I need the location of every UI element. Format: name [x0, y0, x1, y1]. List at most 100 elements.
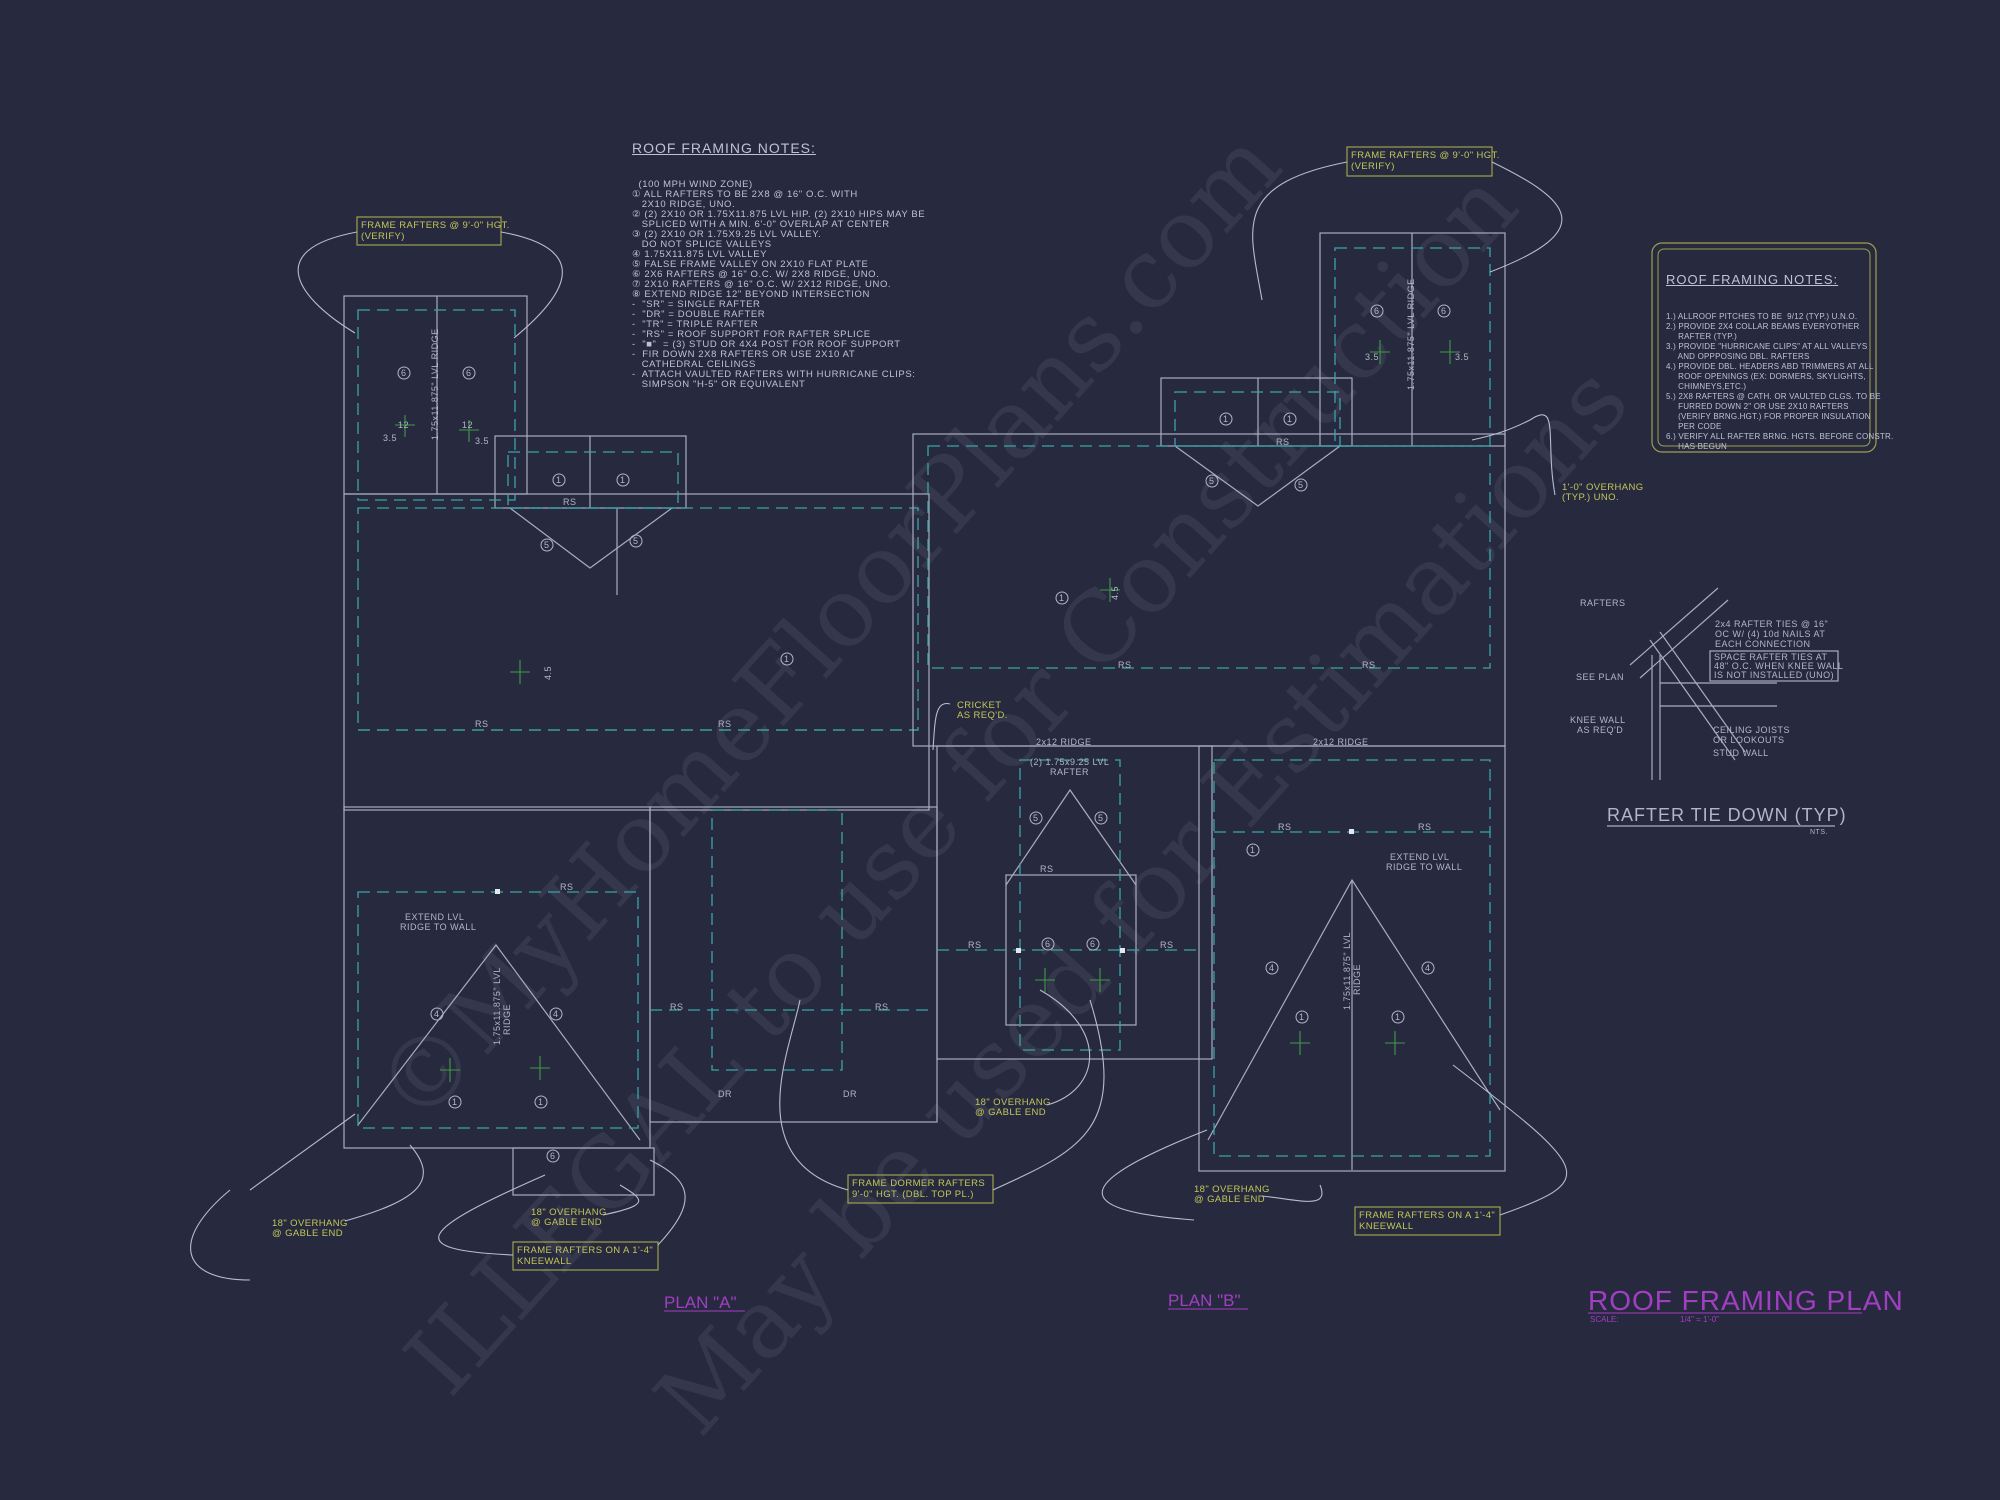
callout-dormer-rafters: FRAME DORMER RAFTERS	[852, 1178, 985, 1189]
marker-5: 5	[1098, 813, 1104, 823]
note-line: - ATTACH VAULTED RAFTERS WITH HURRICANE …	[632, 369, 916, 380]
rs-label: RS	[1362, 660, 1376, 670]
marker-6: 6	[1374, 306, 1380, 316]
note-line: - "TR" = TRIPLE RAFTER	[632, 319, 759, 330]
detail-knee-wall-label: KNEE WALL	[1570, 715, 1626, 725]
detail-rafters-label: RAFTERS	[1580, 598, 1626, 608]
note-line: ⑤ FALSE FRAME VALLEY ON 2x10 FLAT PLATE	[632, 259, 869, 270]
rs-label: RS	[560, 882, 574, 892]
callout-cricket: AS REQ'D.	[957, 710, 1008, 721]
detail-ties-label: EACH CONNECTION	[1715, 639, 1811, 649]
detail-space-label: IS NOT INSTALLED (UNO)	[1714, 670, 1834, 680]
note-line: 6.) VERIFY ALL RAFTER BRNG. HGTS. BEFORE…	[1666, 432, 1894, 441]
rs-label: RS	[1160, 940, 1174, 950]
lvl-ridge-label: 1.75x11.875" LVL	[492, 967, 502, 1045]
marker-5: 5	[633, 536, 639, 546]
callout-verify: (VERIFY)	[361, 231, 405, 242]
note-line: 4.) PROVIDE DBL. HEADERS ABD TRIMMERS AT…	[1666, 362, 1874, 371]
rs-label: RS	[1040, 864, 1054, 874]
callout-cricket: CRICKET	[957, 700, 1002, 711]
marker-1: 1	[538, 1097, 544, 1107]
lvl-ridge-label: 1.75x11.875" LVL RIDGE	[430, 328, 440, 440]
roof-framing-notes-general: ROOF FRAMING NOTES: (100 MPH WIND ZONE)①…	[632, 120, 925, 400]
callout-dormer-rafters: 9'-0" HGT. (DBL. TOP PL.)	[852, 1189, 974, 1200]
marker-1: 1	[1223, 414, 1229, 424]
note-line: 2x10 RIDGE, UNO.	[632, 199, 736, 210]
callout-gable-overhang: @ GABLE END	[1194, 1194, 1265, 1205]
marker-5: 5	[1298, 480, 1304, 490]
marker-1: 1	[452, 1097, 458, 1107]
scale-label: SCALE:	[1590, 1315, 1618, 1324]
detail-ties-label: OC W/ (4) 10d NAILS AT	[1715, 629, 1825, 639]
rs-label: RS	[563, 497, 577, 507]
rs-label: RS	[1418, 822, 1432, 832]
marker-5: 5	[1033, 813, 1039, 823]
callout-gable-overhang: @ GABLE END	[531, 1217, 602, 1228]
detail-nts: NTS.	[1810, 829, 1828, 836]
note-line: FURRED DOWN 2" OR USE 2x10 RAFTERS	[1666, 402, 1849, 411]
pitch-rise: 12	[462, 420, 473, 430]
note-line: HAS BEGUN	[1666, 442, 1728, 451]
notes-list: (100 MPH WIND ZONE)① ALL RAFTERS TO BE 2…	[632, 180, 925, 390]
pitch-run: 4.5	[1110, 586, 1120, 600]
notes-title: ROOF FRAMING NOTES:	[632, 140, 816, 156]
note-line: - FIR DOWN 2x8 RAFTERS OR USE 2x10 AT	[632, 349, 856, 360]
callout-verify: (VERIFY)	[1351, 161, 1395, 172]
ridge-2x12-label: 2x12 RIDGE	[1313, 737, 1369, 747]
ridge-2x12-label: 2x12 RIDGE	[1036, 737, 1092, 747]
rs-label: RS	[670, 1002, 684, 1012]
rs-label: RS	[718, 719, 732, 729]
lvl-rafter-label: RAFTER	[1050, 767, 1089, 777]
note-line: RAFTER (TYP.)	[1666, 332, 1738, 341]
notes-b-frame-inner	[1657, 248, 1871, 447]
marker-1: 1	[784, 654, 790, 664]
detail-space-label: 48" O.C. WHEN KNEE WALL	[1714, 661, 1843, 671]
dr-label: DR	[843, 1089, 857, 1099]
note-line: CATHEDRAL CEILINGS	[632, 359, 756, 370]
ridge-label: RIDGE	[1352, 964, 1362, 995]
drawing-title: ROOF FRAMING PLAN	[1588, 1285, 1904, 1316]
marker-6: 6	[466, 368, 472, 378]
callout-gable-overhang: @ GABLE END	[975, 1107, 1046, 1118]
note-line: PER CODE	[1666, 422, 1722, 431]
marker-6: 6	[1090, 939, 1096, 949]
lvl-ridge-label: 1.75x11.875" LVL RIDGE	[1406, 278, 1416, 390]
detail-knee-wall-label: AS REQ'D	[1577, 725, 1623, 735]
note-line: 2.) PROVIDE 2x4 COLLAR BEAMS EVERYOTHER	[1666, 322, 1860, 331]
title-block: ROOF FRAMING PLAN SCALE: 1/4" = 1'-0" PL…	[664, 1285, 1904, 1324]
detail-see-plan-label: SEE PLAN	[1576, 672, 1624, 682]
scale-value: 1/4" = 1'-0"	[1680, 1315, 1719, 1324]
callout-overhang-1ft: (TYP.) UNO.	[1562, 492, 1619, 503]
note-line: ROOF OPENINGS (EX: DORMERS, SKYLIGHTS,	[1666, 372, 1866, 381]
extend-ridge-label: EXTEND LVL	[1390, 852, 1449, 862]
marker-6: 6	[1045, 939, 1051, 949]
callout-gable-overhang: 18" OVERHANG	[1194, 1184, 1270, 1195]
note-line: 5.) 2x8 RAFTERS @ CATH. OR VAULTED CLGS.…	[1666, 392, 1881, 401]
note-line: ① ALL RAFTERS TO BE 2x8 @ 16" O.C. WITH	[632, 189, 858, 200]
rs-label: RS	[1118, 660, 1132, 670]
notes-title: ROOF FRAMING NOTES:	[1666, 272, 1839, 287]
marker-5: 5	[544, 540, 550, 550]
marker-4: 4	[434, 1009, 440, 1019]
detail-title: RAFTER TIE DOWN (TYP)	[1607, 805, 1847, 825]
callout-gable-overhang: @ GABLE END	[272, 1228, 343, 1239]
rafter-tie-down-detail: RAFTERS 2x4 RAFTER TIES @ 16" OC W/ (4) …	[1570, 587, 1847, 836]
note-line: SPLICED WITH A MIN. 6'-0" OVERLAP AT CEN…	[632, 219, 890, 230]
pitch-rise: 12	[398, 420, 409, 430]
marker-1: 1	[1287, 414, 1293, 424]
callout-kneewall: KNEEWALL	[517, 1256, 572, 1267]
callout-kneewall: FRAME RAFTERS ON A 1'-4"	[517, 1245, 653, 1256]
marker-6: 6	[550, 1151, 556, 1161]
detail-markers: 6 6 1 1 5 5 1 4 4 1 1 6 6 6 1 1 5 5 1 5 …	[397, 304, 1451, 1163]
extend-ridge-label: RIDGE TO WALL	[400, 922, 476, 932]
marker-5: 5	[1209, 476, 1215, 486]
note-line: - "■" = (3) STUD OR 4x4 POST FOR ROOF SU…	[632, 339, 901, 350]
lvl-rafter-label: (2) 1.75x9.25 LVL	[1030, 757, 1109, 767]
notes-b-frame	[1651, 242, 1877, 453]
extend-ridge-label: RIDGE TO WALL	[1386, 862, 1462, 872]
marker-1: 1	[556, 475, 562, 485]
note-line: AND OPPPOSING DBL. RAFTERS	[1666, 352, 1810, 361]
note-line: ⑦ 2x10 RAFTERS @ 16" O.C. W/ 2x12 RIDGE,…	[632, 279, 892, 290]
callouts: FRAME RAFTERS @ 9'-0" HGT. (VERIFY) FRAM…	[190, 146, 1643, 1281]
plan-a-label: PLAN "A"	[664, 1293, 737, 1312]
